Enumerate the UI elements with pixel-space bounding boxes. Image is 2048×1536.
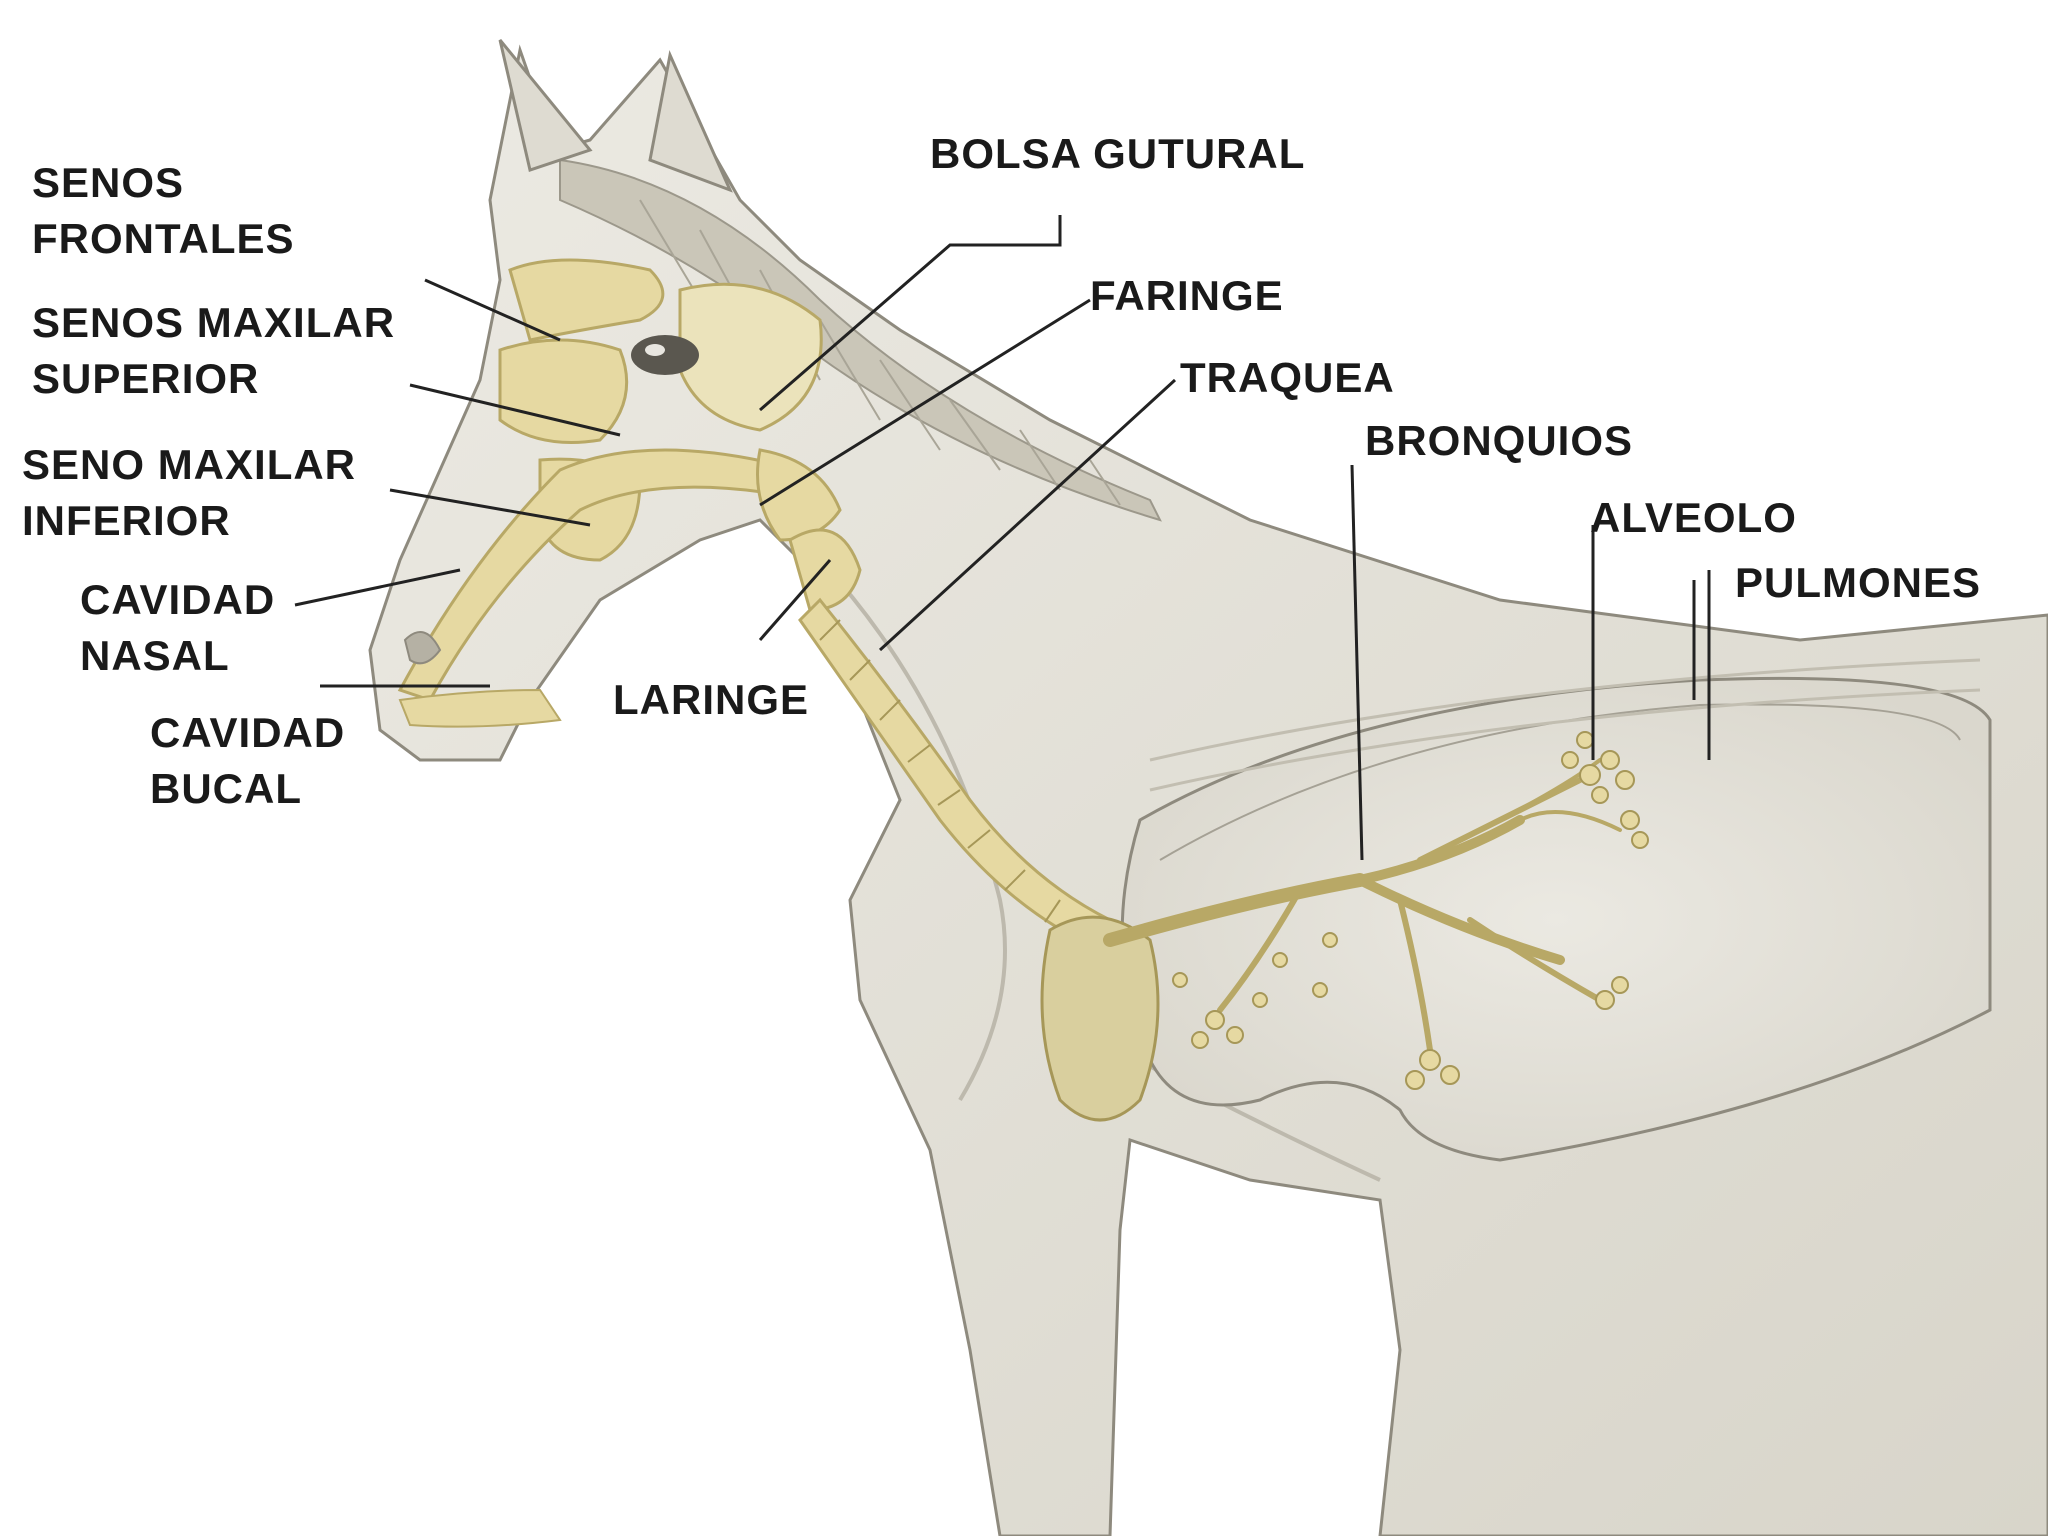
heart-mass — [1040, 915, 1160, 1122]
rib-line-2 — [1149, 688, 1981, 792]
leader-cavidad-nasal — [294, 568, 461, 607]
label-alveolo: ALVEOLO — [1590, 494, 1797, 541]
leader-faringe — [759, 298, 1091, 507]
label-bronquios: BRONQUIOS — [1365, 417, 1634, 464]
label-cavidad-nasal: CAVIDAD NASAL — [80, 572, 275, 684]
lung-inner-edge — [1159, 703, 1961, 861]
guttural-pouch — [678, 282, 823, 432]
label-senos-maxilar-superior-line2: SUPERIOR — [32, 355, 260, 402]
label-cavidad-nasal-line2: NASAL — [80, 632, 230, 679]
mane-strands — [639, 199, 1121, 506]
label-cavidad-bucal: CAVIDAD BUCAL — [150, 705, 345, 817]
label-laringe: LARINGE — [613, 676, 809, 723]
label-senos-frontales: SENOS FRONTALES — [32, 155, 295, 267]
label-seno-maxilar-inferior: SENO MAXILAR INFERIOR — [22, 437, 356, 549]
ear-left — [498, 39, 593, 172]
label-cavidad-bucal-line2: BUCAL — [150, 765, 302, 812]
maxillary-sinus-upper — [498, 338, 629, 444]
label-senos-maxilar-superior: SENOS MAXILAR SUPERIOR — [32, 295, 395, 407]
alveoli-clusters — [1172, 731, 1649, 1090]
leader-lines — [294, 215, 1711, 861]
eye-highlight — [645, 344, 665, 356]
label-senos-frontales-line1: SENOS — [32, 159, 185, 206]
frontal-sinus — [508, 258, 665, 342]
label-senos-frontales-line2: FRONTALES — [32, 215, 295, 262]
label-senos-maxilar-superior-line1: SENOS MAXILAR — [32, 299, 396, 346]
label-pulmones: PULMONES — [1735, 559, 1982, 606]
eye — [631, 335, 699, 375]
leader-laringe — [758, 559, 832, 641]
label-traquea: TRAQUEA — [1180, 354, 1395, 401]
label-cavidad-bucal-line1: CAVIDAD — [150, 709, 346, 756]
leader-traquea — [878, 378, 1177, 652]
label-faringe: FARINGE — [1090, 272, 1284, 319]
label-bolsa-gutural: BOLSA GUTURAL — [930, 130, 1306, 177]
leader-bronquios — [1350, 464, 1364, 861]
ear-right — [648, 50, 733, 193]
label-seno-maxilar-inferior-line1: SENO MAXILAR — [22, 441, 357, 488]
leader-senos-maxilar-superior — [409, 383, 621, 437]
oral-cavity — [398, 688, 562, 728]
leader-senos-frontales — [424, 278, 561, 342]
nostril — [403, 631, 442, 665]
rib-line-1 — [1149, 658, 1981, 762]
leader-bolsa-gutural — [759, 215, 1062, 412]
label-seno-maxilar-inferior-line2: INFERIOR — [22, 497, 231, 544]
label-cavidad-nasal-line1: CAVIDAD — [80, 576, 276, 623]
trachea-rings — [819, 619, 1061, 923]
leader-seno-maxilar-inferior — [389, 488, 591, 527]
